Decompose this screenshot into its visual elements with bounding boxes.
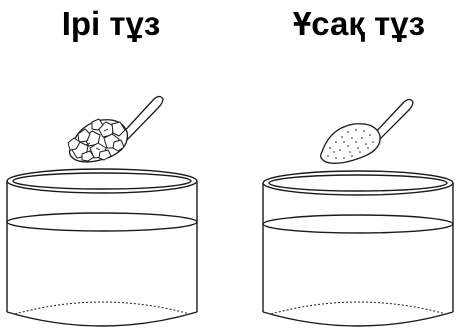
spoon-fine-salt — [320, 98, 414, 164]
glass-bottom-back — [270, 301, 447, 315]
coarse-salt-crystals — [67, 118, 126, 162]
spoon-handle — [371, 98, 414, 142]
glass-rim-inner — [268, 174, 448, 192]
fine-salt-grains — [327, 129, 374, 159]
label-coarse-salt: Ірі тұз — [61, 5, 161, 42]
spoon-handle — [119, 95, 164, 142]
panel-fine-salt: Ұсақ тұз — [234, 0, 468, 332]
label-fine-salt: Ұсақ тұз — [292, 5, 426, 42]
water-surface — [6, 212, 198, 232]
glass-rim-inner — [12, 172, 192, 190]
glass-bottom-front — [6, 311, 198, 327]
glass-right — [262, 170, 454, 327]
glass-bottom-front — [262, 311, 454, 327]
panel-coarse-salt: Ірі тұз — [61, 5, 161, 42]
glass-left — [6, 168, 198, 327]
spoon-bowl — [320, 123, 381, 164]
glass-bottom-back — [14, 301, 191, 315]
water-surface — [262, 214, 454, 234]
